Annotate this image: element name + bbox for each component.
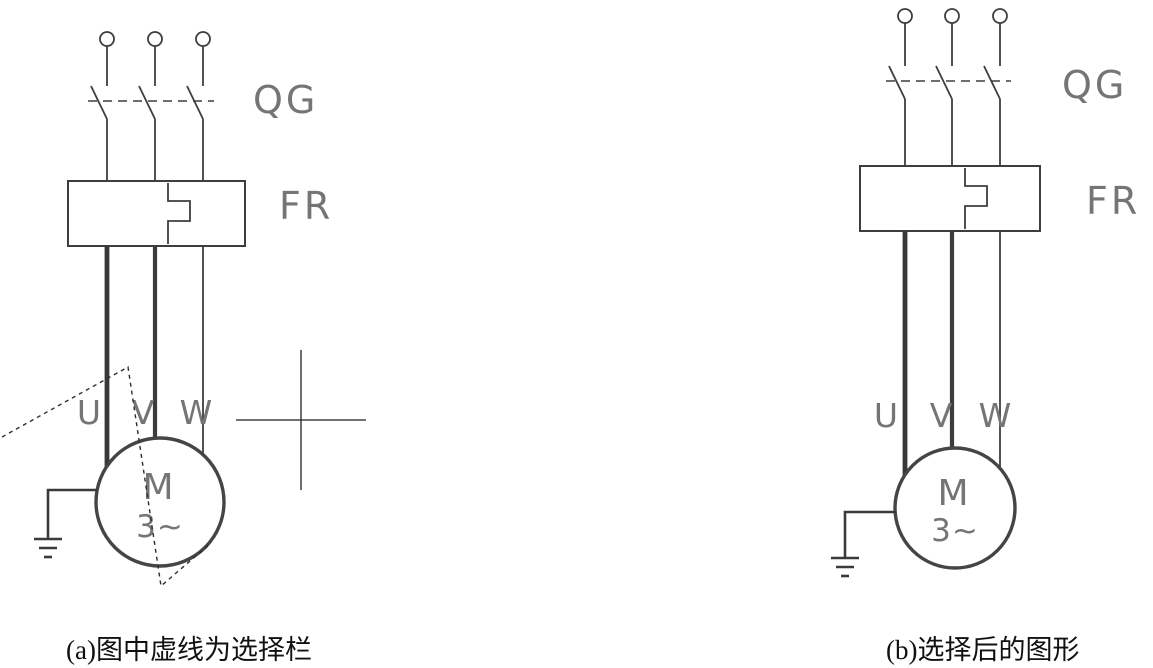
motor-circle xyxy=(94,436,226,568)
terminal-circle xyxy=(147,31,163,47)
phase-label-u: U xyxy=(874,396,898,435)
fr-label: FR xyxy=(1086,179,1140,223)
switch-blade xyxy=(138,85,156,120)
motor-phase-mark: 3∼ xyxy=(136,509,184,545)
caption-b: (b)选择后的图形 xyxy=(886,635,1080,665)
qg-label: QG xyxy=(1062,63,1127,107)
diagram-b: QG FR U V W M 3∼ xyxy=(831,8,1140,578)
terminal-circle xyxy=(897,8,913,24)
switch-blade xyxy=(90,85,108,120)
phase-label-v: V xyxy=(930,396,953,435)
switch-blade xyxy=(935,65,953,100)
phase-label-w: W xyxy=(180,393,213,432)
switch-blade xyxy=(888,65,906,100)
crosshair-cursor xyxy=(236,350,366,490)
motor-letter: M xyxy=(142,467,173,508)
terminal-circle xyxy=(195,31,211,47)
caption-a: (a)图中虚线为选择栏 xyxy=(66,635,312,665)
motor-circle xyxy=(893,446,1017,570)
selection-fence-dashed-line xyxy=(1,365,212,588)
phase-label-v: V xyxy=(132,393,155,432)
terminal-circle xyxy=(99,31,115,47)
motor-phase-mark: 3∼ xyxy=(931,513,979,549)
fr-heater-symbol xyxy=(964,168,988,229)
qg-label: QG xyxy=(253,78,318,122)
phase-label-w: W xyxy=(979,396,1012,435)
switch-blade xyxy=(186,85,204,120)
fr-label: FR xyxy=(279,184,333,228)
diagram-a: QG FR U V W M 3∼ xyxy=(1,31,366,588)
ground-symbol xyxy=(34,488,97,559)
switch-qg xyxy=(886,65,1011,100)
phase-label-u: U xyxy=(77,393,101,432)
ground-lead xyxy=(843,510,896,558)
fr-relay-box xyxy=(67,180,246,247)
ground-lead xyxy=(46,488,97,539)
motor-letter: M xyxy=(937,473,968,514)
switch-blade xyxy=(983,65,1001,100)
fr-heater-symbol xyxy=(167,183,191,244)
terminal-circle xyxy=(992,8,1008,24)
ground-symbol xyxy=(831,510,896,578)
fr-relay-box xyxy=(859,165,1041,232)
switch-qg xyxy=(88,85,214,120)
terminal-circle xyxy=(944,8,960,24)
